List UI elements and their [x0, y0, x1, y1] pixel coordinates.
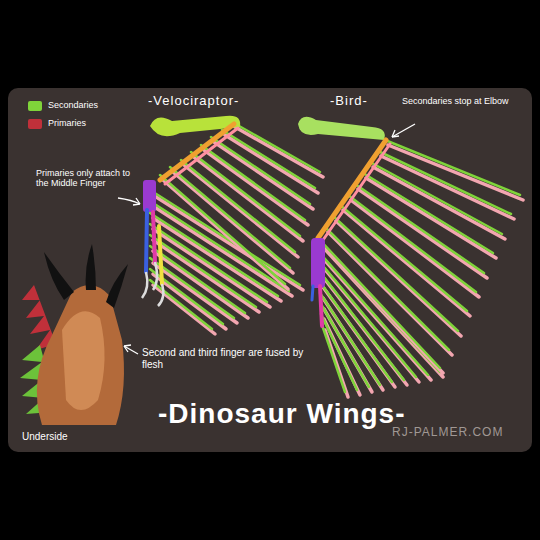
feathers: [160, 122, 320, 284]
raptor-bones: [153, 262, 157, 290]
raptor-bones: [142, 272, 147, 298]
underside-arm: [62, 311, 105, 410]
bird-bones: [312, 286, 313, 300]
watermark: RJ-PALMER.COM: [392, 426, 503, 440]
raptor-bones: [150, 116, 240, 137]
wing-heading: -Bird-: [330, 94, 368, 109]
note: Primaries only attach to the Middle Fing…: [36, 168, 132, 189]
feathers: [321, 145, 523, 373]
underside-arm: [20, 244, 128, 425]
leader-arrow: [392, 130, 399, 137]
bird-bones: [323, 144, 390, 240]
raptor-bones: [165, 128, 238, 184]
legend-label: Secondaries: [48, 100, 98, 110]
bird-bones: [320, 286, 322, 326]
leader-arrow: [133, 198, 140, 205]
note: Second and third finger are fused by fle…: [142, 347, 322, 370]
leader-arrow: [392, 124, 415, 137]
leader-arrow: [124, 345, 131, 352]
caption-label: Underside: [22, 431, 68, 443]
underside-arm: [37, 285, 124, 425]
underside-arm: [106, 264, 128, 308]
diagram-title: -Dinosaur Wings-: [158, 398, 406, 430]
underside-arm: [44, 252, 74, 300]
underside-arm: [86, 244, 96, 290]
legend-label: Primaries: [48, 118, 86, 128]
raptor-bones: [142, 116, 240, 306]
raptor-bones: [146, 210, 147, 272]
bird-bones: [311, 238, 325, 288]
note: Secondaries stop at Elbow: [402, 96, 524, 106]
raptor-bones: [143, 180, 156, 212]
bird-bones: [298, 117, 390, 326]
bird-bones: [298, 117, 385, 140]
bird-bones: [318, 140, 386, 238]
raptor-bones: [160, 124, 234, 180]
leader-arrow: [118, 124, 415, 354]
legend-swatch: [28, 119, 42, 129]
feathers: [163, 127, 323, 289]
raptor-bones: [158, 284, 163, 306]
leader-arrow: [124, 346, 138, 354]
legend-swatch: [28, 101, 42, 111]
leader-arrow: [118, 198, 140, 204]
feathers: [318, 140, 520, 368]
raptor-bones: [159, 226, 162, 284]
raptor-bones: [153, 212, 155, 262]
wing-heading: -Velociraptor-: [148, 94, 239, 109]
